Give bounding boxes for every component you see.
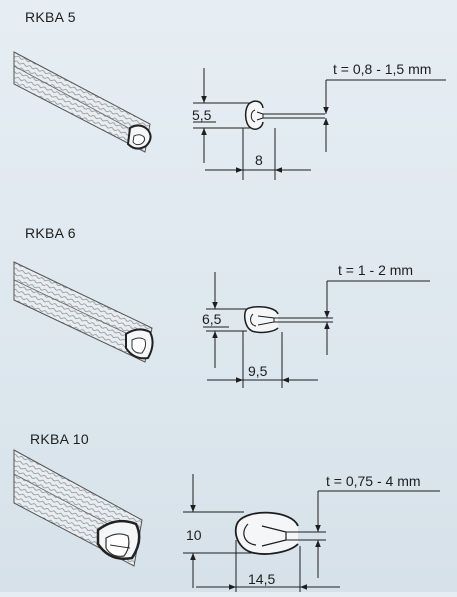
section-rkba-10: RKBA 10 10 14,5 (13, 431, 440, 592)
height-label: 10 (186, 527, 202, 543)
thickness-dimension (324, 280, 430, 355)
edge-trim-illustration (13, 449, 143, 567)
width-label: 8 (255, 152, 263, 168)
width-dimension (205, 128, 311, 180)
width-label: 14,5 (248, 571, 275, 587)
profile-cross-section (234, 511, 326, 555)
section-rkba-6: RKBA 6 6,5 9,5 (13, 225, 430, 388)
width-label: 9,5 (248, 363, 268, 379)
thickness-dimension (315, 490, 440, 578)
product-title: RKBA 10 (30, 431, 89, 447)
edge-trim-illustration (13, 261, 154, 363)
edge-trim-illustration (13, 51, 152, 153)
thickness-label: t = 1 - 2 mm (338, 262, 413, 278)
height-dimension (183, 474, 254, 588)
product-title: RKBA 6 (25, 225, 76, 241)
thickness-dimension (323, 79, 446, 152)
thickness-label: t = 0,8 - 1,5 mm (333, 61, 431, 77)
height-dimension (193, 68, 250, 163)
profile-cross-section (244, 100, 325, 130)
profile-cross-section (243, 305, 333, 334)
height-label: 6,5 (202, 311, 222, 327)
product-title: RKBA 5 (25, 9, 76, 25)
width-dimension (196, 540, 340, 592)
section-rkba-5: RKBA 5 5,5 (13, 9, 446, 180)
height-label: 5,5 (192, 107, 212, 123)
thickness-label: t = 0,75 - 4 mm (326, 473, 421, 489)
height-dimension (203, 272, 247, 368)
width-dimension (207, 331, 318, 388)
